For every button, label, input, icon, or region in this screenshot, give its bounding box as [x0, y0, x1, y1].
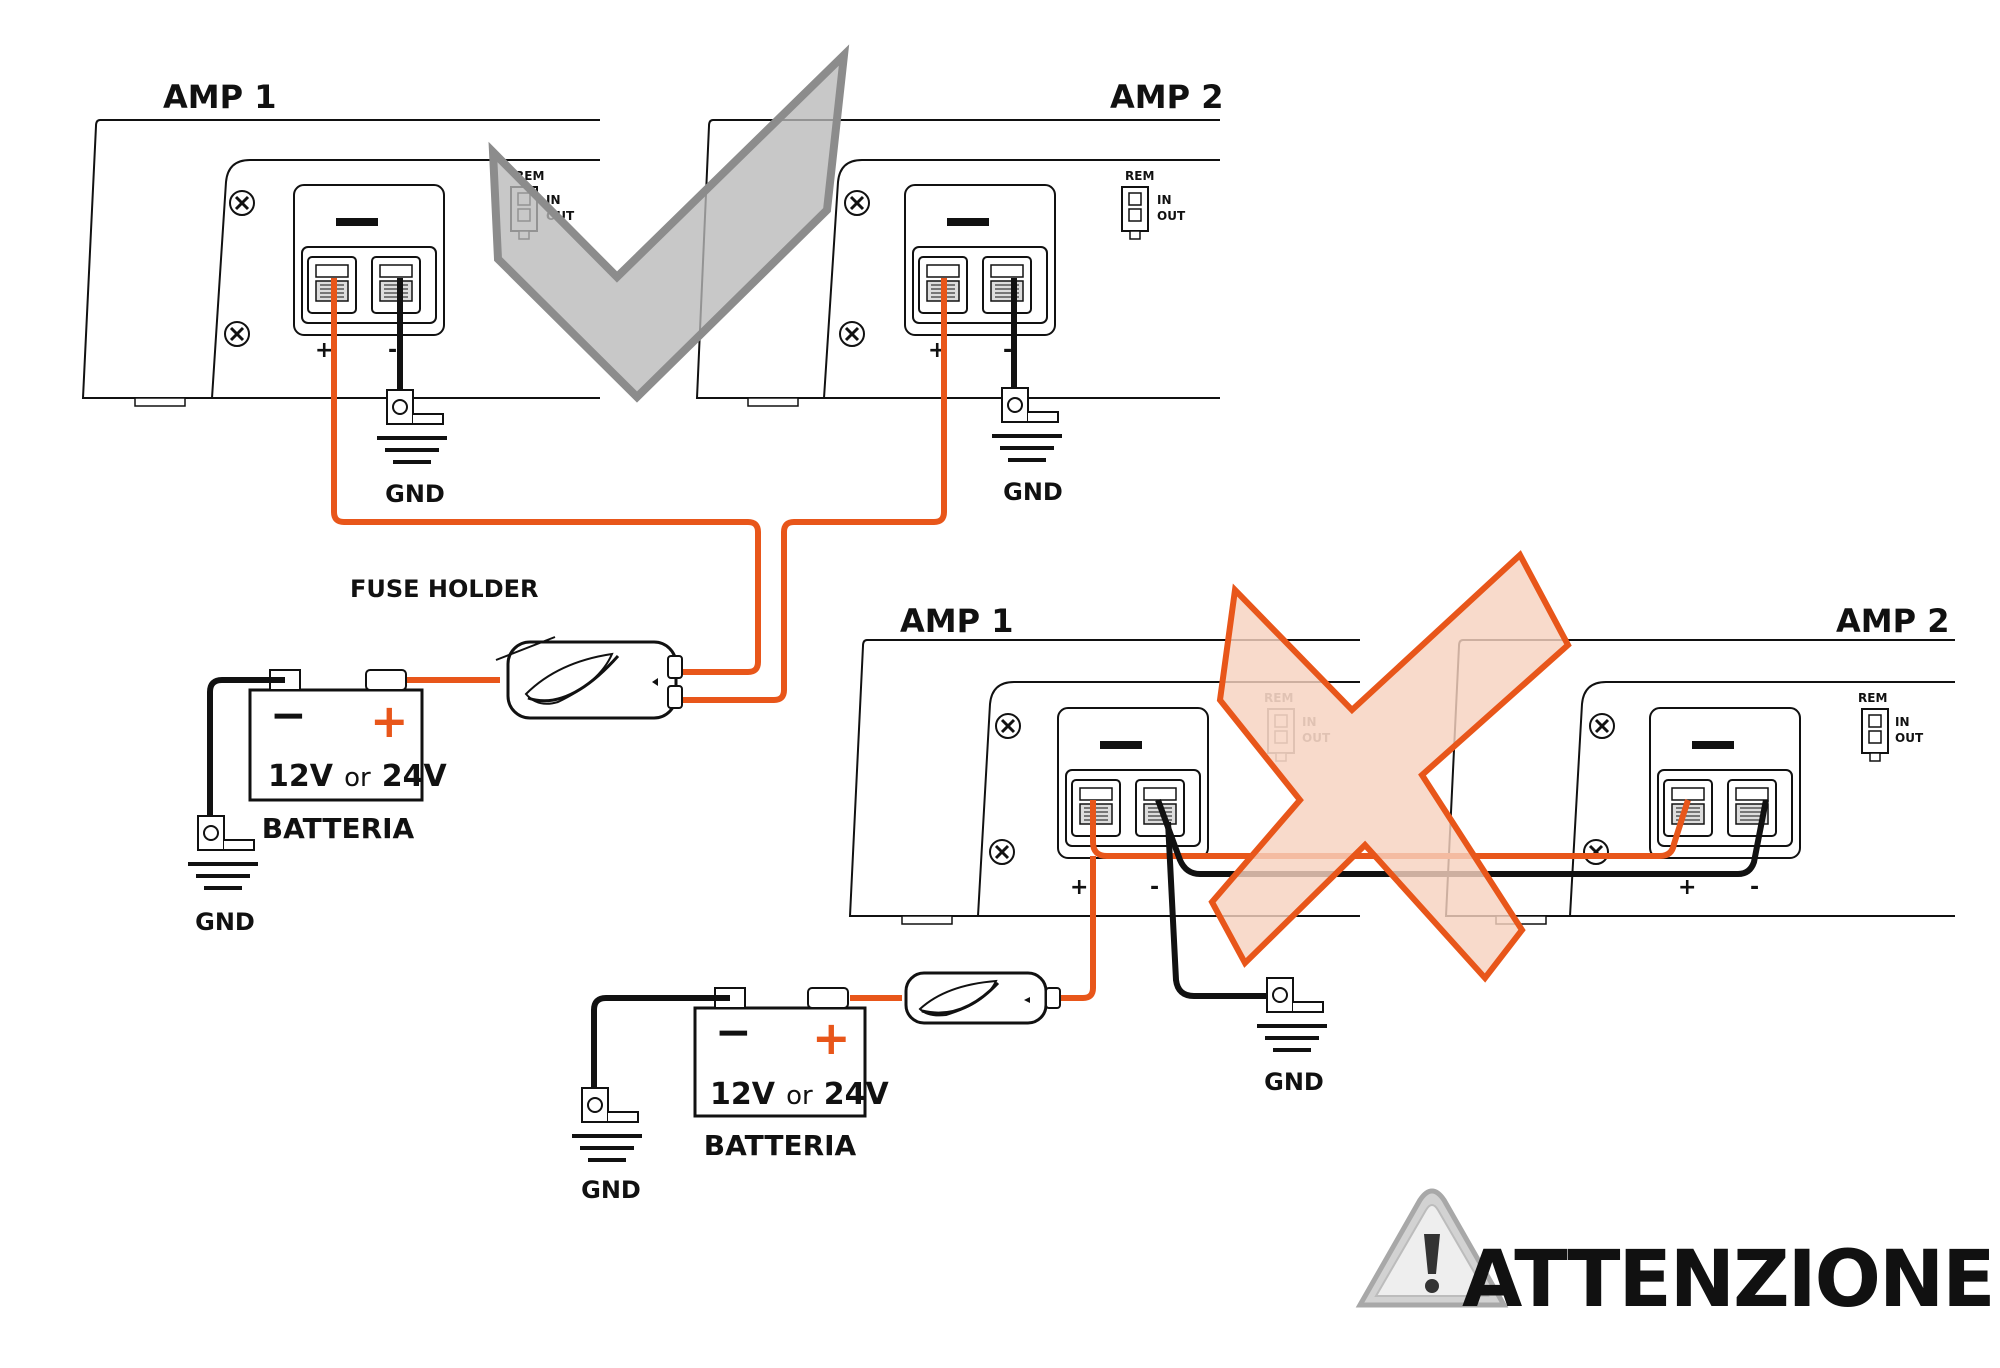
wrong-amp2-rem-label: REM — [1858, 691, 1887, 705]
wrong-amp-ground-symbol — [1255, 976, 1329, 1052]
wrong-amp1-plus-terminal-label: + — [1070, 875, 1088, 900]
wrong-x-icon — [1208, 550, 1572, 983]
wrong-amp1-title: AMP 1 — [900, 602, 1013, 640]
amp2-positive-wire — [680, 278, 947, 703]
amp2-title: AMP 2 — [1110, 78, 1223, 116]
wrong-battery-label: BATTERIA — [704, 1129, 857, 1162]
amp2-rem-label: REM — [1125, 169, 1154, 183]
amp1-minus-terminal-label: - — [388, 338, 397, 363]
wrong-battery-voltage: 12V or 24V — [710, 1077, 890, 1112]
warning-text: ATTENZIONE — [1462, 1235, 1994, 1325]
wrong-battery-plus-sign: + — [812, 1011, 851, 1065]
wrong-amp-ground-wire — [1165, 821, 1272, 999]
wrong-amp2-minus-terminal-label: - — [1750, 875, 1759, 900]
wrong-amp1-minus-terminal-label: - — [1150, 875, 1159, 900]
warning-triangle-icon — [1355, 1188, 1509, 1308]
amp2-minus-terminal-label: - — [1003, 338, 1012, 363]
wrong-amp2-in-label: IN — [1895, 715, 1910, 729]
battery — [248, 669, 424, 802]
amp2-gnd-label: GND — [1003, 478, 1063, 506]
amp1-title: AMP 1 — [163, 78, 276, 116]
wrong-amp2-title: AMP 2 — [1836, 602, 1949, 640]
warning-banner: ATTENZIONE — [1355, 1188, 1996, 1325]
wrong-battery-ground-wire — [591, 995, 730, 1094]
wrong-amp2-out-label: OUT — [1895, 731, 1924, 745]
wrong-amp-positive-wire — [1058, 856, 1096, 1001]
wrong-battery-minus-sign: − — [715, 1007, 752, 1058]
wrong-wiring-diagram: AMP 1 + - REM IN OUT AMP 2 REM IN OUT + … — [570, 550, 1955, 1204]
battery-minus-sign: − — [270, 690, 307, 741]
amp2-out-label: OUT — [1157, 209, 1186, 223]
wrong-amp-gnd-label: GND — [1264, 1068, 1324, 1096]
amp1-positive-wire — [331, 278, 761, 675]
battery-label: BATTERIA — [262, 812, 415, 845]
fuse-holder — [495, 636, 683, 720]
battery-voltage: 12V or 24V — [268, 759, 448, 794]
correct-wiring-diagram: AMP 1 + - REM IN OUT AMP 2 REM IN OUT + … — [81, 44, 1223, 936]
battery-plus-sign: + — [370, 694, 409, 748]
battery-ground-wire — [207, 677, 285, 826]
wrong-fuse-holder — [904, 971, 1061, 1025]
fuse-holder-label: FUSE HOLDER — [350, 575, 539, 603]
amp1-gnd-label: GND — [385, 480, 445, 508]
wrong-battery-ground-symbol — [570, 1086, 644, 1162]
wrong-battery — [693, 987, 867, 1118]
correct-check-icon — [488, 44, 850, 403]
battery-gnd-label: GND — [195, 908, 255, 936]
wrong-amp2-plus-terminal-label: + — [1678, 875, 1696, 900]
wrong-battery-gnd-label: GND — [581, 1176, 641, 1204]
amp1-chassis — [81, 119, 600, 407]
amp1-ground-symbol — [375, 388, 449, 464]
amp1-plus-terminal-label: + — [315, 338, 333, 363]
amp2-in-label: IN — [1157, 193, 1172, 207]
battery-ground-symbol — [186, 814, 260, 890]
